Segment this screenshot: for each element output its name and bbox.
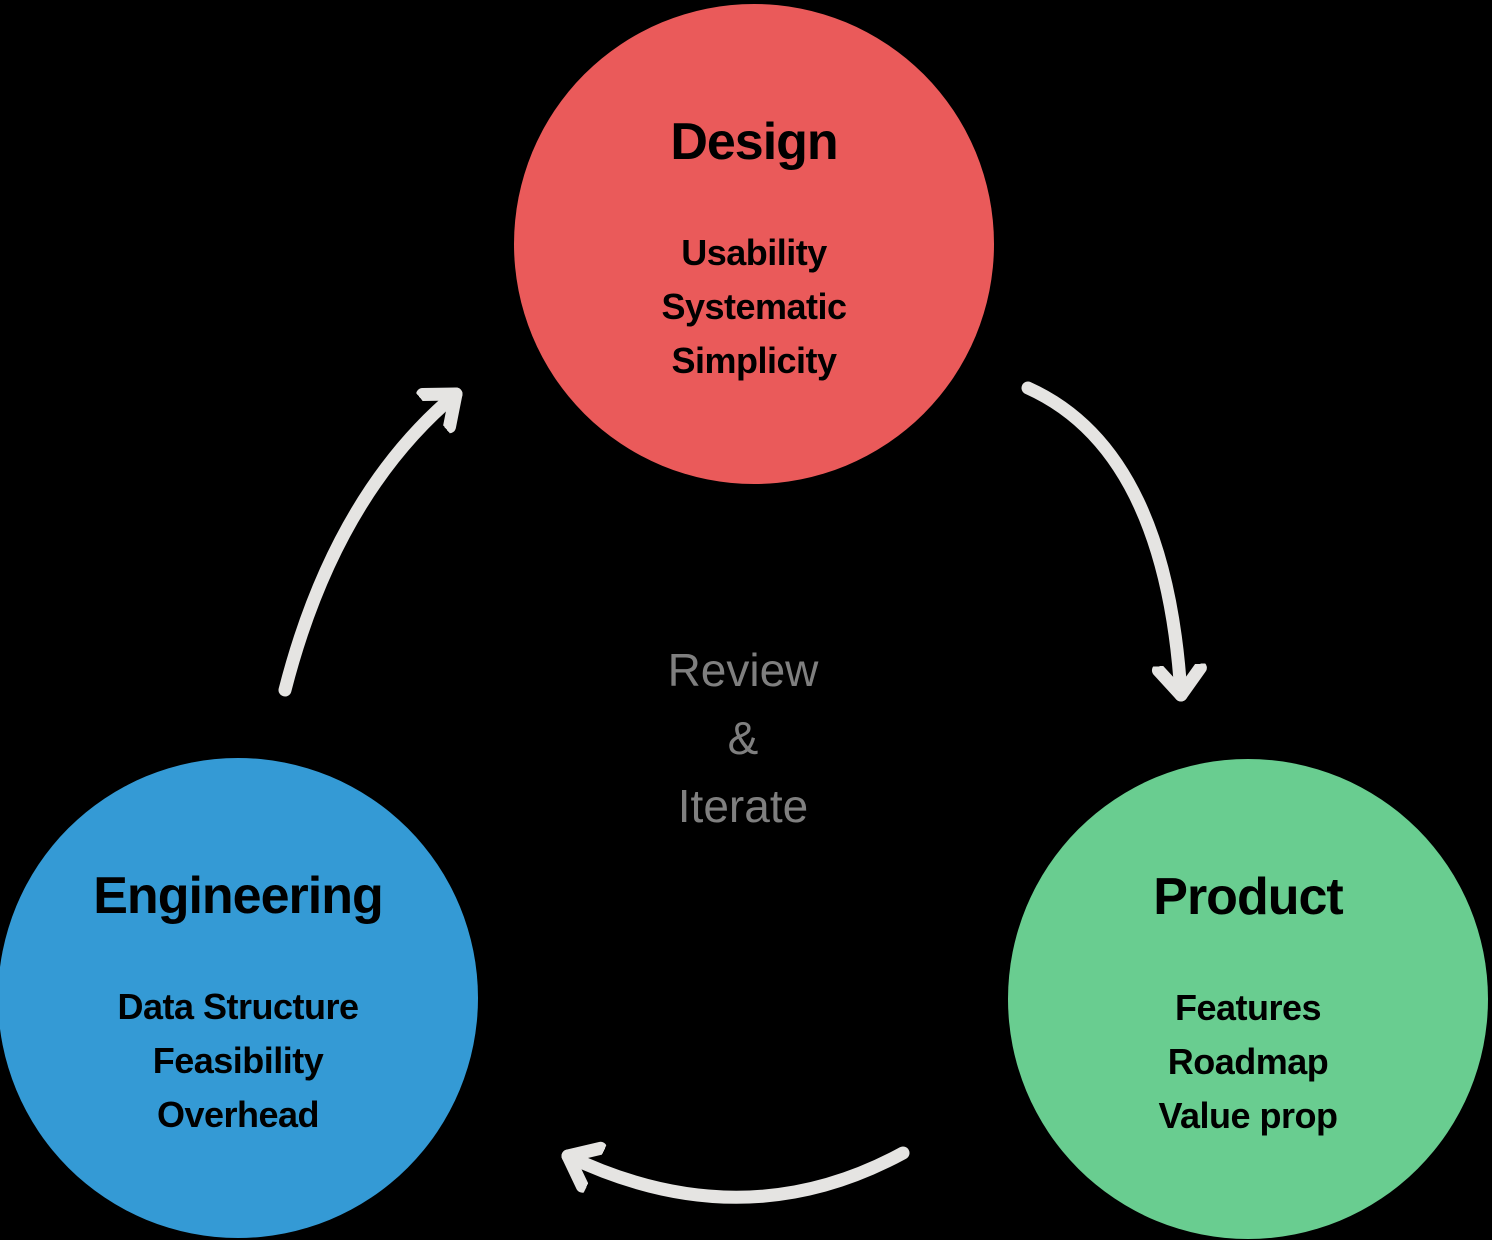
node-design-item: Usability — [681, 232, 827, 273]
center-label-line: Review — [667, 644, 819, 696]
node-engineering-item: Overhead — [156, 1094, 320, 1135]
node-design-items: Usability Systematic Simplicity — [514, 226, 994, 388]
node-product-circle: Product Features Roadmap Value prop — [1008, 759, 1488, 1239]
arrow-engineering-to-design — [278, 387, 463, 697]
arrow-design-to-product — [1021, 381, 1181, 702]
node-engineering-items: Data Structure Feasibility Overhead — [0, 980, 478, 1142]
node-engineering-item: Data Structure — [117, 986, 359, 1027]
node-product-item: Features — [1174, 987, 1322, 1028]
center-label: Review & Iterate — [593, 636, 893, 840]
node-engineering-title: Engineering — [93, 867, 383, 925]
center-label-line: & — [727, 712, 759, 764]
node-engineering-item: Feasibility — [152, 1040, 324, 1081]
node-product-item: Roadmap — [1167, 1041, 1329, 1082]
node-product-items: Features Roadmap Value prop — [1008, 981, 1488, 1143]
node-design-item: Systematic — [661, 286, 847, 327]
node-product-item: Value prop — [1158, 1095, 1338, 1136]
node-engineering-circle: Engineering Data Structure Feasibility O… — [0, 758, 478, 1238]
center-label-line: Iterate — [677, 780, 809, 832]
arrow-product-to-engineering — [561, 1153, 910, 1204]
node-product-title: Product — [1153, 868, 1343, 926]
node-design-circle: Design Usability Systematic Simplicity — [514, 4, 994, 484]
node-design-item: Simplicity — [671, 340, 837, 381]
node-design-title: Design — [670, 113, 838, 171]
